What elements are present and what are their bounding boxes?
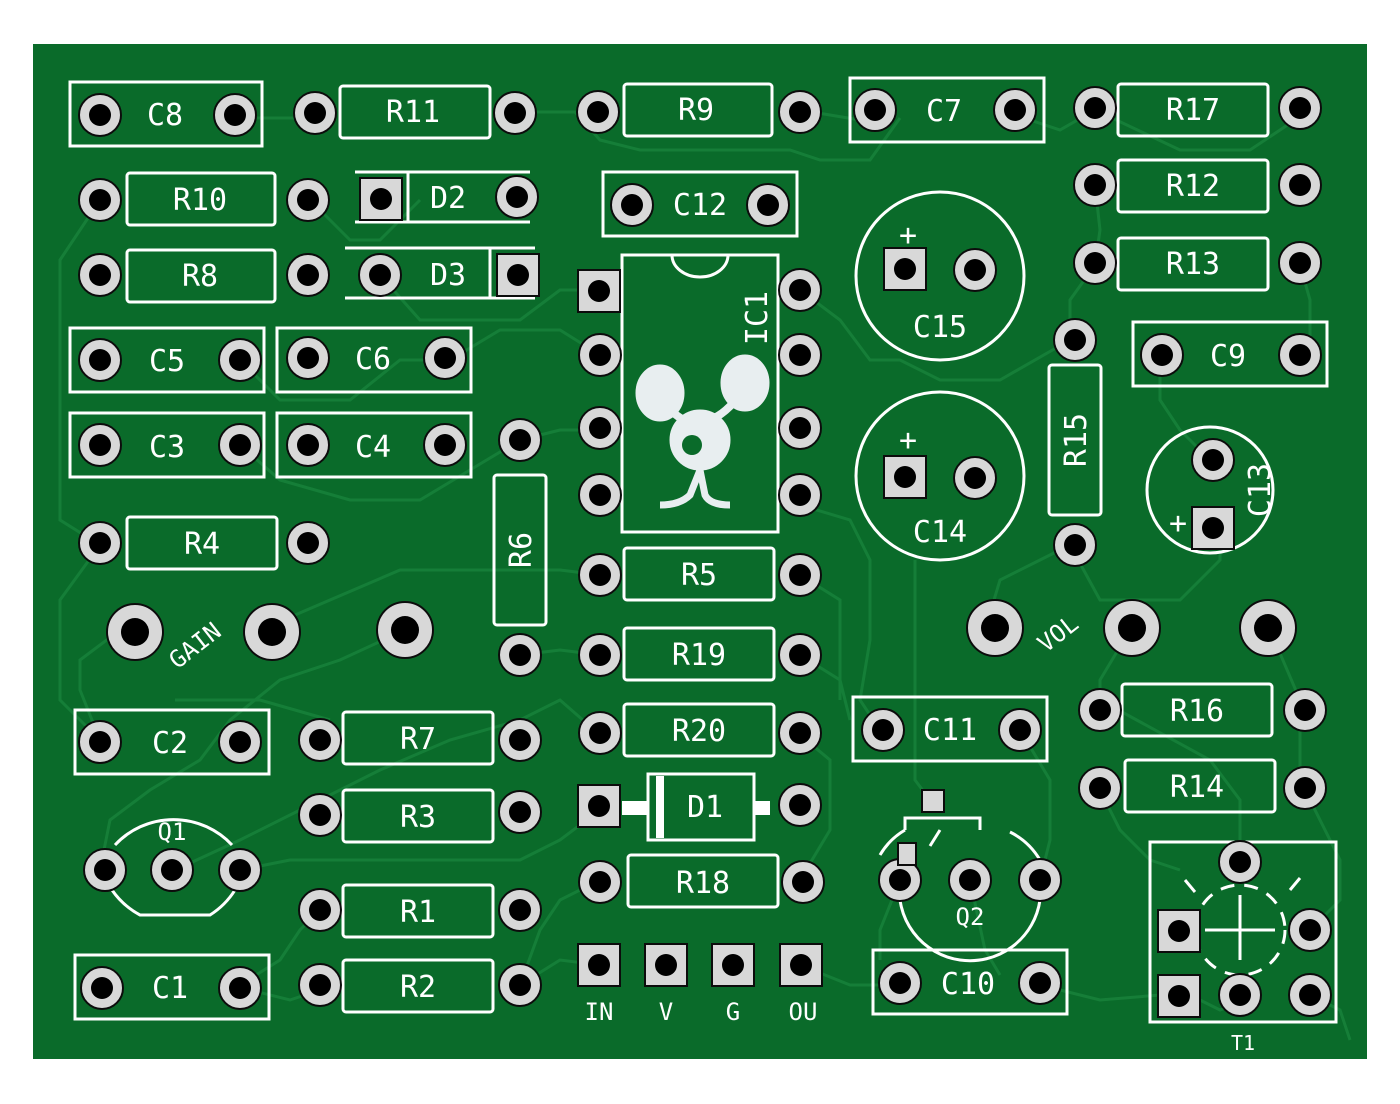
label-r15: R15 (1059, 413, 1094, 467)
label-ic1: IC1 (740, 291, 775, 345)
label-c13-plus: + (1169, 506, 1187, 541)
label-r11: R11 (386, 95, 440, 130)
c13-outline (1145, 425, 1275, 555)
label-c11: C11 (923, 713, 977, 748)
label-c9: C9 (1210, 339, 1246, 374)
r7-outline (341, 710, 495, 766)
label-v: V (659, 998, 673, 1026)
c1-outline (73, 953, 271, 1021)
c15-outline (854, 190, 1026, 362)
c9-outline (1131, 320, 1329, 388)
d1-lead-left (622, 801, 648, 815)
c7-outline (848, 76, 1046, 144)
label-r6: R6 (504, 532, 539, 568)
r18-outline (626, 853, 780, 909)
r17-outline (1116, 82, 1270, 138)
label-c2: C2 (152, 726, 188, 761)
label-r2: R2 (400, 970, 436, 1005)
r20-outline (622, 702, 776, 758)
label-c7: C7 (926, 94, 962, 129)
r19-outline (622, 626, 776, 682)
r12-outline (1116, 158, 1270, 214)
label-q2: Q2 (956, 903, 985, 931)
label-r20: R20 (672, 714, 726, 749)
label-r9: R9 (678, 93, 714, 128)
r5-outline (622, 546, 776, 602)
label-c15: C15 (913, 310, 967, 345)
r11-outline (338, 84, 492, 140)
d2-outline (355, 170, 530, 224)
label-r3: R3 (400, 800, 436, 835)
label-c4: C4 (355, 430, 391, 465)
label-c15-plus: + (899, 218, 917, 253)
q2-tab (903, 816, 982, 847)
d1-cathode-bar (656, 776, 664, 838)
c12-outline (601, 170, 799, 238)
label-r14: R14 (1170, 770, 1224, 805)
r2-outline (341, 958, 495, 1014)
label-c5: C5 (149, 344, 185, 379)
d1-lead-right (754, 801, 770, 815)
label-c10: C10 (941, 967, 995, 1002)
label-r1: R1 (400, 895, 436, 930)
r15-outline (1047, 363, 1103, 517)
label-q1: Q1 (158, 818, 187, 846)
r8-outline (125, 248, 277, 304)
r3-outline (341, 788, 495, 844)
label-c6: C6 (355, 342, 391, 377)
label-c12: C12 (673, 188, 727, 223)
label-ou: OU (789, 998, 818, 1026)
r4-outline (125, 515, 279, 571)
r10-outline (125, 171, 277, 227)
label-r16: R16 (1170, 694, 1224, 729)
bunny-logo-icon (635, 354, 770, 509)
r9-outline (622, 82, 774, 138)
q1-outline (110, 818, 237, 917)
label-c14: C14 (913, 515, 967, 550)
d3-outline (345, 246, 535, 300)
r6-outline (492, 473, 548, 627)
label-d3: D3 (430, 258, 466, 293)
c2-outline (73, 708, 271, 776)
label-c8: C8 (147, 98, 183, 133)
ic1-notch (670, 254, 730, 279)
label-r13: R13 (1166, 247, 1220, 282)
silkscreen-labels: C8 R11 R9 C7 R17 R10 D2 C12 R12 R8 D3 R1… (147, 93, 1278, 1055)
label-r18: R18 (676, 866, 730, 901)
label-c13: C13 (1243, 463, 1278, 517)
silkscreen-outlines (68, 76, 1338, 1024)
c10-outline (871, 948, 1069, 1016)
label-r7: R7 (400, 722, 436, 757)
label-c1: C1 (152, 971, 188, 1006)
c14-outline (854, 390, 1026, 562)
c5-outline (68, 326, 266, 394)
drill-holes (89, 97, 1321, 1007)
label-r10: R10 (173, 183, 227, 218)
label-t1: T1 (1231, 1031, 1255, 1055)
label-d1: D1 (687, 790, 723, 825)
label-r19: R19 (672, 638, 726, 673)
t1-cross (1183, 877, 1302, 960)
c8-outline (68, 80, 264, 148)
label-r8: R8 (182, 259, 218, 294)
c6-outline (275, 326, 473, 394)
label-g: G (726, 998, 740, 1026)
r13-outline (1116, 236, 1270, 292)
r1-outline (341, 883, 495, 939)
ic1-outline (620, 253, 780, 534)
r14-outline (1123, 758, 1277, 814)
c3-outline (68, 411, 266, 479)
label-c14-plus: + (899, 423, 917, 458)
c11-outline (851, 695, 1049, 763)
label-r17: R17 (1166, 93, 1220, 128)
label-in: IN (585, 998, 614, 1026)
label-r12: R12 (1166, 169, 1220, 204)
label-r5: R5 (681, 558, 717, 593)
t1-ring (1193, 883, 1287, 977)
label-r4: R4 (184, 527, 220, 562)
label-d2: D2 (430, 181, 466, 216)
c4-outline (275, 411, 473, 479)
label-c3: C3 (149, 430, 185, 465)
